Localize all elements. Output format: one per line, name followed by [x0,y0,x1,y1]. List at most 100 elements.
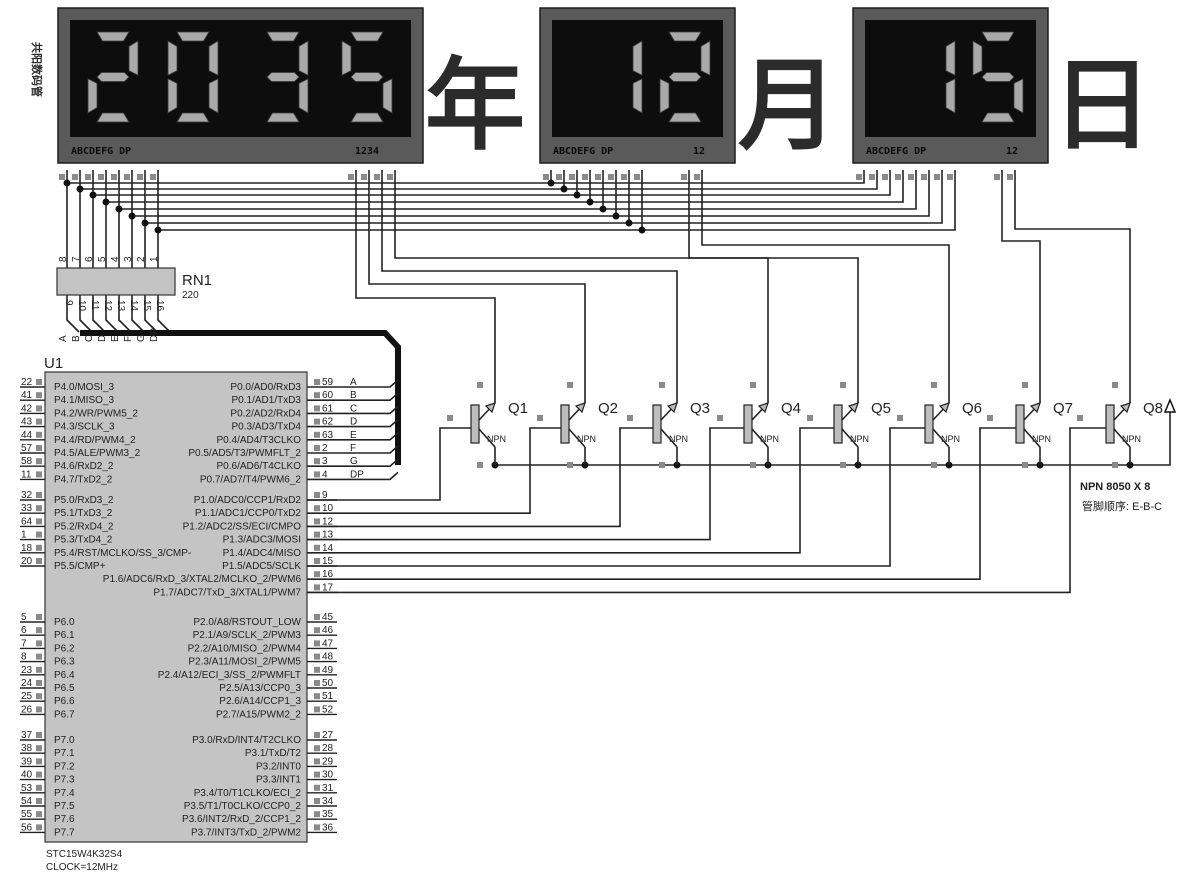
pin-marker [694,174,700,180]
rn1-pin-bottom: 9 [63,300,74,306]
junction-dot [115,205,123,213]
pin-marker [36,771,42,778]
mcu-pin-name: P2.4/A12/ECI_3/SS_2/PWMFLT [158,670,301,681]
mcu-pin-name: P1.5/ADC5/SCLK [222,561,301,572]
segment-b [208,40,219,76]
p0-to-bus [307,458,399,468]
mcu-pin-number: 3 [322,456,328,467]
pin-marker [717,415,723,421]
mcu-pin-name: P2.6/A14/CCP1_3 [219,696,301,707]
pin-marker [361,174,367,180]
mcu-pin-name: P4.3/SCLK_3 [54,422,115,433]
pin-marker [36,445,42,451]
pin-marker [314,640,320,647]
digit-2 [659,31,711,123]
pin-marker [314,627,320,634]
pin-marker [314,431,320,438]
rn1-pin-bottom: 10 [76,300,87,312]
segment-bus-A [67,170,865,184]
mcu-pin-name: P6.4 [54,670,75,681]
pin-marker [59,174,65,180]
bus-net-label: B [350,390,357,401]
segment-d [266,112,300,123]
mcu-pin-name: P1.6/ADC6/RxD_3/XTAL2/MCLKO_2/PWM6 [103,574,302,585]
pin-marker [314,405,320,412]
emitter-lead [841,428,859,448]
junction-dot [573,191,581,199]
transistor-type: NPN [1032,434,1051,444]
emitter-lead [1113,428,1131,448]
pin-marker [36,558,42,564]
mcu-pin-number: 62 [322,417,334,428]
pin-marker [931,462,937,468]
mcu-pin-name: P2.0/A8/RSTOUT_LOW [193,617,301,628]
pin-marker [314,379,320,385]
pin-marker [869,174,875,180]
rn1-net-label: E [110,335,121,342]
junction-dot [612,212,620,220]
junction-dot [638,226,646,234]
segment-c [382,78,393,114]
junction-dot [625,219,633,227]
rn1-body [56,267,176,296]
segment-a [266,31,300,42]
pin-marker [582,174,588,180]
pin-marker [36,666,42,673]
mcu-pin-number: 1 [21,530,27,541]
rn1-net-label: DP [149,328,160,342]
mcu-pin-name: P6.1 [54,630,75,641]
pin-marker [608,174,614,180]
mcu-pin-number: 11 [21,469,32,480]
base-drive-Q7 [307,427,1017,581]
pin-marker [1077,415,1083,421]
pin-marker [314,558,320,564]
common-drive-Q4 [394,170,769,403]
mcu-pin-name: P6.7 [54,709,75,720]
pin-marker [314,505,320,512]
mcu-pin-number: 42 [21,403,33,414]
transistor-type: NPN [941,434,960,444]
bus-net-label: F [350,443,356,454]
mcu-pin-number: 52 [322,704,334,715]
pin-marker [314,471,320,478]
common-pin-labels: 12 [1006,146,1018,157]
mcu-pin-name: P0.1/AD1/TxD3 [232,395,302,406]
mcu-pin-name: P5.0/RxD3_2 [54,495,114,506]
pin-marker [98,174,104,180]
pin-marker [621,174,627,180]
mcu-pin-name: P7.7 [54,827,75,838]
junction-dot [89,191,97,199]
common-drive-Q8 [1014,170,1131,403]
segment-f [972,40,983,76]
mcu-pin-name: P1.0/ADC0/CCP1/RxD2 [194,495,302,506]
pin-marker [681,174,687,180]
pin-marker [314,693,320,700]
pin-marker [840,382,846,388]
segment-bus-C [93,170,891,196]
pin-marker [987,415,993,421]
segment-c [945,78,956,114]
pin-marker [882,174,888,180]
mcu-pin-number: 17 [322,582,334,593]
pin-marker [314,492,320,498]
mcu-pin-name: P4.1/MISO_3 [54,395,114,406]
p0-to-bus [307,471,399,481]
transistor-ref: Q7 [1053,400,1073,417]
segment-d [96,112,130,123]
junction-dot [141,219,149,227]
pin-marker [150,174,156,180]
digit-5 [972,31,1024,123]
digit-0 [167,31,219,123]
pin-marker [477,462,483,468]
pin-marker [314,571,320,578]
